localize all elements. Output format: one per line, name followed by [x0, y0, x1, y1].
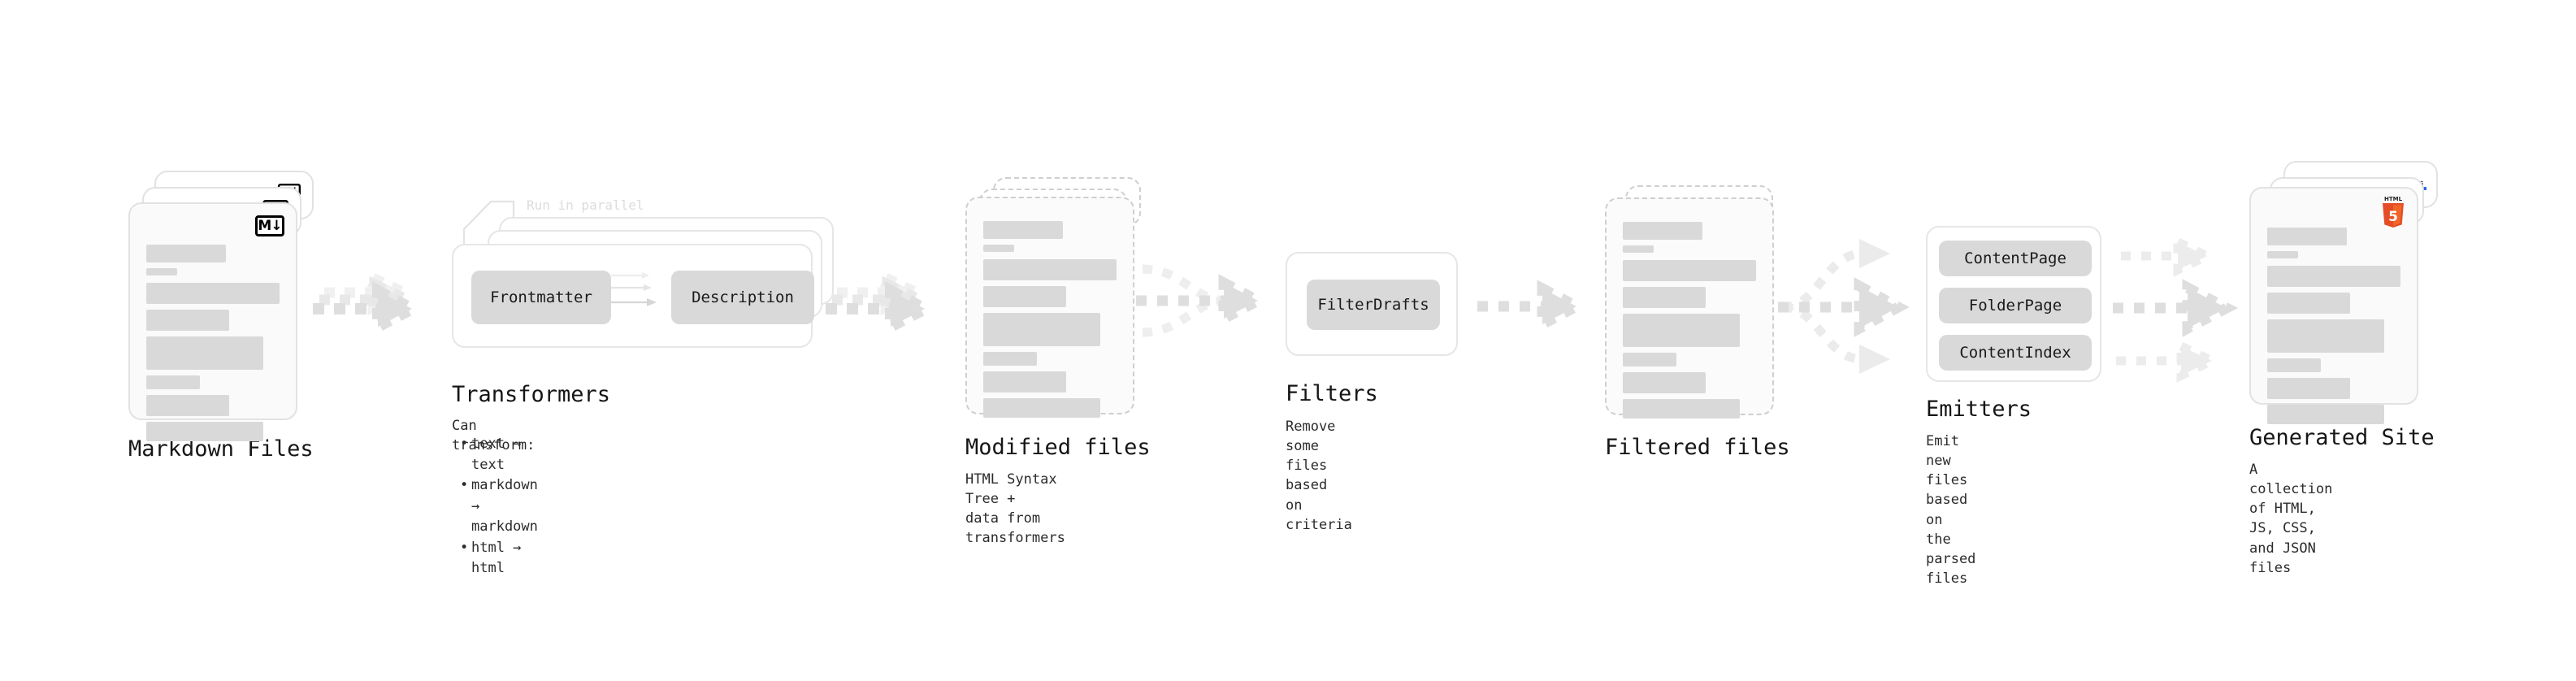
skeleton-lines — [1623, 222, 1756, 419]
transform-rule-item: text → text — [457, 434, 538, 475]
filtered-card-front — [1605, 197, 1774, 419]
stage-subtitle-emitters: Emit new files based on the parsed files — [1926, 433, 1976, 587]
stage-title-generated-site: Generated Site — [2249, 425, 2435, 450]
connector-transformers-to-modified — [826, 268, 964, 349]
modified-card-front — [965, 197, 1134, 418]
site-card-front: HTML 5 — [2249, 187, 2418, 424]
stage-title-emitters: Emitters — [1926, 397, 2032, 422]
html5-shield-icon: 5 — [2383, 202, 2404, 228]
stacked-dashed-arrow-icon — [313, 269, 425, 336]
connector-modified-to-filters — [1136, 258, 1290, 364]
emitters-box: ContentPage FolderPage ContentIndex — [1926, 226, 2101, 382]
parallel-dashed-arrow-icon — [2113, 235, 2239, 383]
transformers-capability-list: text → text markdown → markdown html → h… — [457, 434, 538, 579]
transformer-description-pill[interactable]: Description — [671, 271, 814, 324]
stage-subtitle-filters: Remove some files based on criteria — [1286, 419, 1352, 533]
emitter-contentpage-pill[interactable]: ContentPage — [1939, 241, 2092, 276]
skeleton-lines — [146, 245, 280, 441]
markdown-card-front: M↓ — [128, 202, 297, 441]
stage-title-transformers: Transformers — [452, 382, 611, 407]
run-in-parallel-label: Run in parallel — [527, 197, 644, 213]
transformer-box-front: Frontmatter Description — [452, 244, 814, 348]
connector-filters-to-filtered — [1477, 280, 1607, 337]
parallel-bracket-icon — [462, 200, 515, 249]
stage-title-filtered-files: Filtered files — [1605, 435, 1790, 460]
emitter-contentindex-pill[interactable]: ContentIndex — [1939, 335, 2092, 371]
skeleton-lines — [983, 221, 1117, 418]
transform-rule-item: markdown → markdown — [457, 475, 538, 538]
stacked-dashed-arrow-icon — [826, 269, 938, 336]
transform-rule-item: html → html — [457, 538, 538, 579]
markdown-icon: M↓ — [255, 215, 284, 236]
connector-filtered-to-emitters — [1778, 236, 1932, 390]
emitter-folderpage-pill[interactable]: FolderPage — [1939, 288, 2092, 323]
filter-filterdrafts-pill[interactable]: FilterDrafts — [1307, 280, 1440, 330]
funnel-in-dashed-arrow-icon — [1136, 264, 1270, 337]
stage-subtitle-generated-site: A collection of HTML, JS, CSS, and JSON … — [2249, 462, 2333, 576]
fan-out-dashed-arrow-icon — [1778, 239, 1910, 374]
filters-box: FilterDrafts — [1286, 252, 1458, 356]
transformer-frontmatter-pill[interactable]: Frontmatter — [471, 271, 611, 324]
html5-icon: HTML 5 — [2379, 196, 2407, 229]
connector-md-to-transformers — [313, 268, 451, 349]
transformer-internal-arrows-icon — [611, 272, 657, 306]
single-dashed-arrow-icon — [1477, 280, 1589, 333]
stage-subtitle-modified-files: HTML Syntax Tree + data from transformer… — [965, 471, 1065, 547]
stage-title-filters: Filters — [1286, 381, 1378, 406]
skeleton-lines — [2267, 228, 2400, 424]
html5-badge-label: HTML — [2383, 196, 2403, 202]
html5-version-label: 5 — [2388, 209, 2398, 225]
stage-title-modified-files: Modified files — [965, 435, 1151, 460]
connector-emitters-to-site — [2113, 235, 2259, 392]
